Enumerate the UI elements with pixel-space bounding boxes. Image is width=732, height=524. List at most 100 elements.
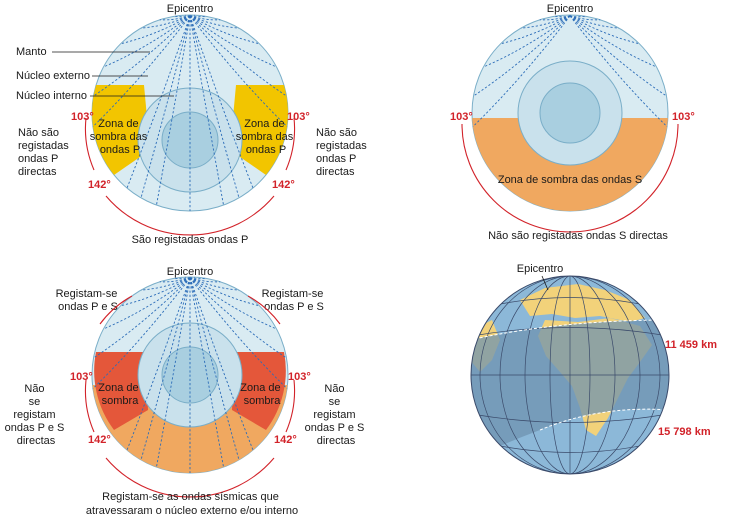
wave-ray — [189, 277, 277, 330]
nucleo-interno-label: Núcleo interno — [16, 90, 87, 102]
registam-se-left: Registam-se ondas P e S — [56, 288, 121, 313]
deg-103-left: 103° — [70, 371, 93, 383]
p-wave-diagram: Epicentro Manto Núcleo externo Núcleo in… — [16, 3, 370, 246]
ps-wave-rays — [92, 276, 288, 473]
deg-103-right: 103° — [287, 111, 310, 123]
wave-ray — [92, 15, 191, 127]
wave-ray — [483, 15, 571, 68]
no-ps-right: Não se registam ondas P e S directas — [305, 383, 368, 447]
no-direct-p-left: Não são registadas ondas P directas — [18, 127, 72, 178]
ps-shadow-label-right: Zona de sombra — [240, 382, 283, 407]
ps-bottom-caption: Registam-se as ondas sísmicas que atrave… — [86, 491, 298, 517]
wave-ray — [126, 15, 191, 189]
wave-ray — [189, 277, 240, 291]
wave-ray — [103, 277, 191, 330]
p-shadow-label-right: Zona de sombra das ondas P — [236, 118, 297, 156]
deg-142-right: 142° — [272, 179, 295, 191]
arc-bottom — [105, 457, 275, 498]
wave-ray — [472, 15, 571, 127]
wave-ray — [554, 15, 571, 18]
wave-ray — [569, 15, 667, 97]
arc-left-side — [84, 379, 95, 433]
deg-103-left: 103° — [71, 111, 94, 123]
wave-ray — [189, 15, 277, 68]
wave-ray — [189, 277, 288, 389]
distance-11459: 11 459 km — [665, 339, 717, 351]
globe-outline — [470, 275, 670, 475]
no-ps-left: Não se registam ondas P e S directas — [5, 383, 68, 447]
arc-right-side — [285, 379, 296, 433]
wave-ray — [120, 277, 191, 307]
wave-ray — [140, 15, 191, 29]
s-bottom-caption: Não são registadas ondas S directas — [488, 230, 668, 242]
ps-shadow-zone-right — [232, 352, 286, 430]
globe: Epicentro 11 459 km 15 798 km — [470, 263, 717, 475]
wave-ray — [569, 15, 657, 68]
no-direct-p-right: Não são registadas ondas P directas — [316, 127, 370, 178]
wave-ray — [569, 15, 640, 45]
nucleo-externo-label: Núcleo externo — [16, 70, 90, 82]
p-bottom-caption: São registadas ondas P — [132, 234, 249, 246]
distance-15798: 15 798 km — [658, 426, 711, 438]
wave-ray — [140, 277, 191, 460]
wave-ray — [189, 15, 287, 97]
s-wave-rays — [472, 15, 668, 127]
wave-ray — [569, 15, 620, 29]
deg-142-right: 142° — [274, 434, 297, 446]
boundary-142 — [539, 408, 669, 431]
graticule — [471, 276, 669, 474]
ps-shadow-zone-left — [94, 352, 148, 430]
manto-label: Manto — [16, 46, 47, 58]
wave-ray — [189, 15, 224, 206]
deg-103-left: 103° — [450, 111, 473, 123]
ps-wave-diagram: Epicentro Registam-se ondas P e S Regist… — [5, 266, 368, 517]
wave-ray — [140, 15, 191, 198]
wave-ray — [189, 277, 260, 307]
wave-ray — [92, 277, 191, 389]
p-shadow-label-left: Zona de sombra das ondas P — [90, 118, 151, 156]
continent-europe — [520, 284, 645, 322]
epicentro-label: Epicentro — [167, 266, 213, 278]
wave-ray — [189, 277, 224, 468]
deg-103-right: 103° — [672, 111, 695, 123]
wave-ray — [120, 15, 191, 45]
deg-103-right: 103° — [288, 371, 311, 383]
wave-ray — [189, 277, 287, 359]
deg-142-left: 142° — [88, 434, 111, 446]
wave-ray — [156, 15, 191, 206]
wave-ray — [189, 15, 254, 189]
arc-right-side — [285, 117, 296, 171]
p-shadow-zone-right — [230, 85, 288, 175]
arc-left-side — [84, 117, 95, 171]
s-wave-diagram: Epicentro 103° 103° Zona de sombra das o… — [450, 3, 695, 242]
p-shadow-zone-left — [92, 85, 150, 175]
wave-ray — [189, 277, 240, 460]
wave-ray — [189, 15, 260, 45]
arc-bottom — [461, 123, 679, 233]
wave-ray — [569, 15, 668, 127]
s-shadow-zone — [472, 118, 668, 211]
wave-ray — [103, 15, 191, 68]
wave-ray — [126, 277, 191, 451]
wave-ray — [140, 277, 191, 291]
arc-bottom — [105, 195, 275, 236]
wave-ray — [189, 15, 240, 29]
wave-ray — [156, 277, 191, 468]
arc-top-left — [99, 295, 133, 325]
deg-142-left: 142° — [88, 179, 111, 191]
p-wave-rays — [92, 14, 288, 211]
boundary-103 — [471, 319, 669, 341]
wave-ray — [189, 277, 254, 451]
registam-se-right: Registam-se ondas P e S — [262, 288, 327, 313]
s-shadow-label: Zona de sombra das ondas S — [498, 174, 642, 186]
epicentro-pointer — [541, 275, 549, 291]
inner-core — [539, 82, 601, 144]
epicentro-label: Epicentro — [167, 3, 213, 15]
wave-ray — [520, 15, 571, 29]
wave-ray — [473, 15, 571, 97]
wave-ray — [500, 15, 571, 45]
epicentro-label: Epicentro — [547, 3, 593, 15]
wave-ray — [93, 15, 191, 97]
wave-ray — [93, 277, 191, 359]
